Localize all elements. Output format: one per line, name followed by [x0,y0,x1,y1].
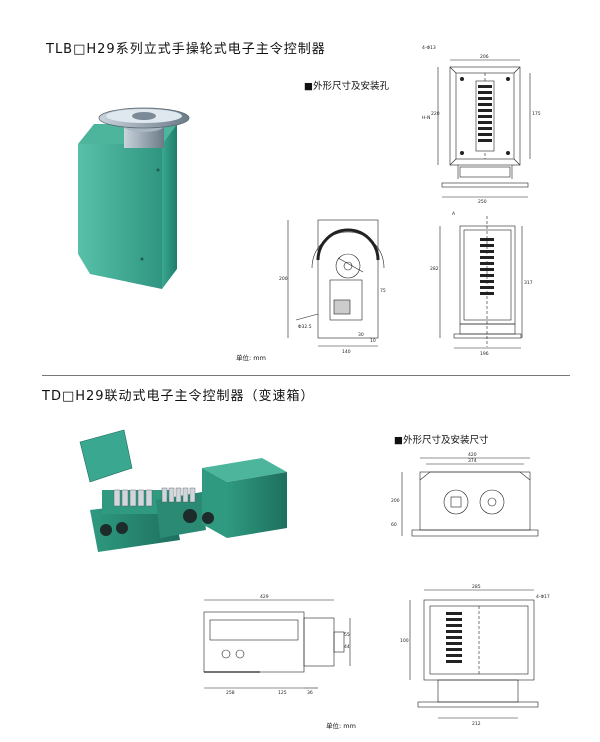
dim-side-b1: 258 [226,690,235,696]
section1-side-view-drawing: 200 75 Φ32.5 30 10 140 [279,219,386,355]
dim-side-w: 429 [260,594,269,600]
dim-side-r2: 44 [344,644,350,650]
section2-front-view-drawing: 420 374 200 60 [391,452,539,537]
dim-base-width: 250 [478,199,487,205]
section2-unit: 单位: mm [326,722,356,730]
dim-side-height2: 175 [532,111,541,117]
dim-h-label: H-N [422,115,430,121]
section1-unit: 单位: mm [236,354,266,362]
dim-top-h2: 60 [391,522,397,528]
dim-sv-height: 200 [279,276,288,282]
dim-fr-hole: 4-Φ17 [536,594,550,600]
dim-fv-width: 196 [480,351,489,357]
dim-side-r1: 55 [344,632,350,638]
dim-top-width: 206 [480,54,489,60]
section2-section-view-drawing: 285 4-Φ17 100 212 [400,584,550,727]
dim-fr-w: 285 [472,584,481,590]
section1-front-view-drawing: 206 4-Φ13 H-N 220 175 250 A [422,45,541,217]
dim-sv-dia: Φ32.5 [298,324,312,330]
dim-fr-h: 100 [400,638,409,644]
section-divider [42,375,570,376]
dim-fv-height: 282 [430,266,439,272]
section1-dims-heading: ■外形尺寸及安装孔 [304,81,389,92]
handwheel-controller-photo [78,107,190,289]
dim-sv-10: 10 [370,338,376,344]
dim-sv-small: 75 [380,288,386,294]
dim-sv-30: 30 [358,332,364,338]
dim-hole: 4-Φ13 [422,45,436,51]
dim-side-b2: 125 [278,690,287,696]
dim-top-w1: 420 [468,452,477,458]
section1-title: TLB□H29系列立式手操轮式电子主令控制器 [46,42,326,57]
section2-title: TD□H29联动式电子主令控制器（变速箱） [42,389,315,404]
dim-side-height: 220 [431,111,440,117]
dim-top-h: 200 [391,498,400,504]
section2-dims-heading: ■外形尺寸及安装尺寸 [394,435,489,446]
dim-fr-b: 212 [472,721,481,727]
dim-sv-width: 140 [342,349,351,355]
section-mark-a: A [452,211,456,217]
dim-fv-height2: 317 [524,280,533,286]
section1-section-view-drawing: 282 317 196 [430,216,533,357]
dim-side-b3: 36 [307,690,313,696]
gearbox-controller-photo [79,429,287,552]
section2-side-view-drawing: 429 258 125 36 55 44 [203,594,351,696]
dim-top-w2: 374 [468,458,477,464]
